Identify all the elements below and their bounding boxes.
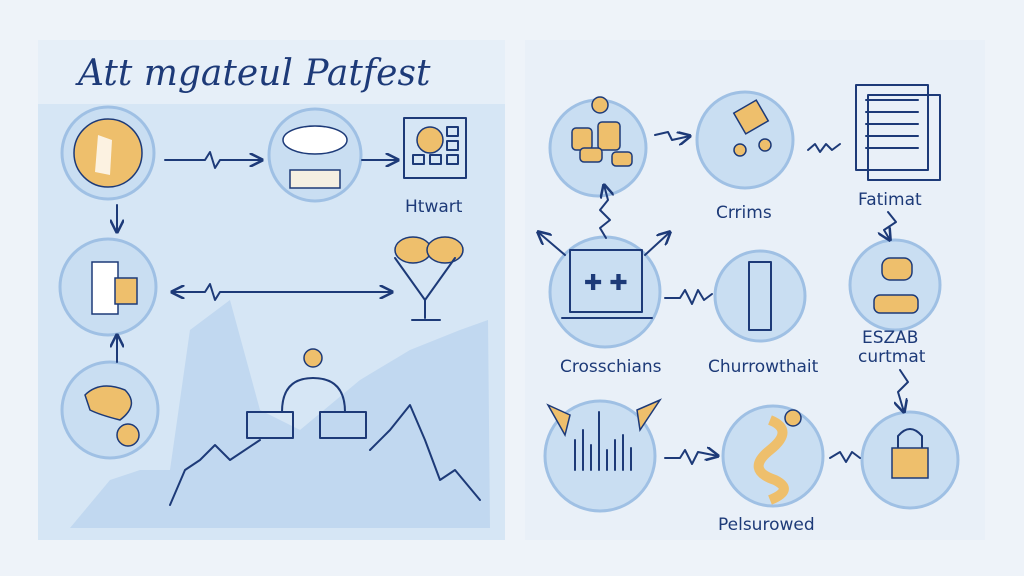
mountain-outline bbox=[169, 404, 481, 506]
connector-arrow bbox=[644, 232, 670, 256]
node-laptop[interactable]: ✚ ✚ bbox=[548, 235, 662, 349]
label-pelsurowed: Pelsurowed bbox=[718, 515, 815, 535]
connector-arrow bbox=[164, 151, 262, 169]
node-bar-chart[interactable] bbox=[543, 398, 663, 513]
node-map-pieces[interactable] bbox=[695, 90, 795, 190]
page-title: Att mgateul Patfest bbox=[75, 53, 431, 94]
label-crrims: Crrims bbox=[716, 203, 772, 223]
svg-text:✚ ✚: ✚ ✚ bbox=[584, 271, 628, 296]
connector-squiggle bbox=[829, 451, 861, 463]
node-blocks[interactable] bbox=[548, 96, 648, 198]
network-icon[interactable] bbox=[246, 348, 367, 439]
connector-squiggle bbox=[664, 289, 713, 305]
node-device[interactable] bbox=[58, 237, 158, 337]
goggles-icon[interactable] bbox=[394, 236, 464, 321]
node-ruler[interactable] bbox=[713, 249, 807, 343]
label-fatimat: Fatimat bbox=[858, 190, 922, 210]
left-panel: Att mgateul Patfest Htwart bbox=[38, 40, 505, 540]
label-crosschians: Crosschians bbox=[560, 357, 662, 377]
node-lock[interactable] bbox=[860, 410, 960, 510]
mountains-illustration bbox=[70, 300, 490, 528]
connector-arrow bbox=[599, 185, 610, 239]
connector-arrow bbox=[898, 369, 909, 412]
grid-label: Htwart bbox=[405, 197, 463, 217]
label-churrowthait: Churrowthait bbox=[708, 357, 819, 377]
node-fish[interactable] bbox=[848, 238, 942, 332]
connector-arrow bbox=[884, 211, 897, 240]
right-panel: Crrims Fatimat ✚ ✚ Crosschians Churrowth… bbox=[525, 40, 985, 540]
node-map[interactable] bbox=[60, 360, 160, 460]
connector-arrow bbox=[654, 132, 690, 140]
node-cloud-server[interactable] bbox=[267, 107, 363, 203]
node-snake[interactable] bbox=[721, 404, 825, 508]
title-band bbox=[38, 40, 505, 104]
connector-squiggle bbox=[807, 143, 841, 153]
connector-arrow bbox=[172, 283, 392, 301]
document-icon[interactable] bbox=[855, 84, 941, 181]
connector-arrow bbox=[664, 450, 718, 465]
label-eszab: ESZAB bbox=[862, 328, 918, 348]
connector-arrow bbox=[538, 232, 566, 256]
node-globe[interactable] bbox=[60, 105, 156, 201]
label-curtmat: curtmat bbox=[858, 347, 926, 367]
grid-icon[interactable] bbox=[403, 117, 467, 179]
